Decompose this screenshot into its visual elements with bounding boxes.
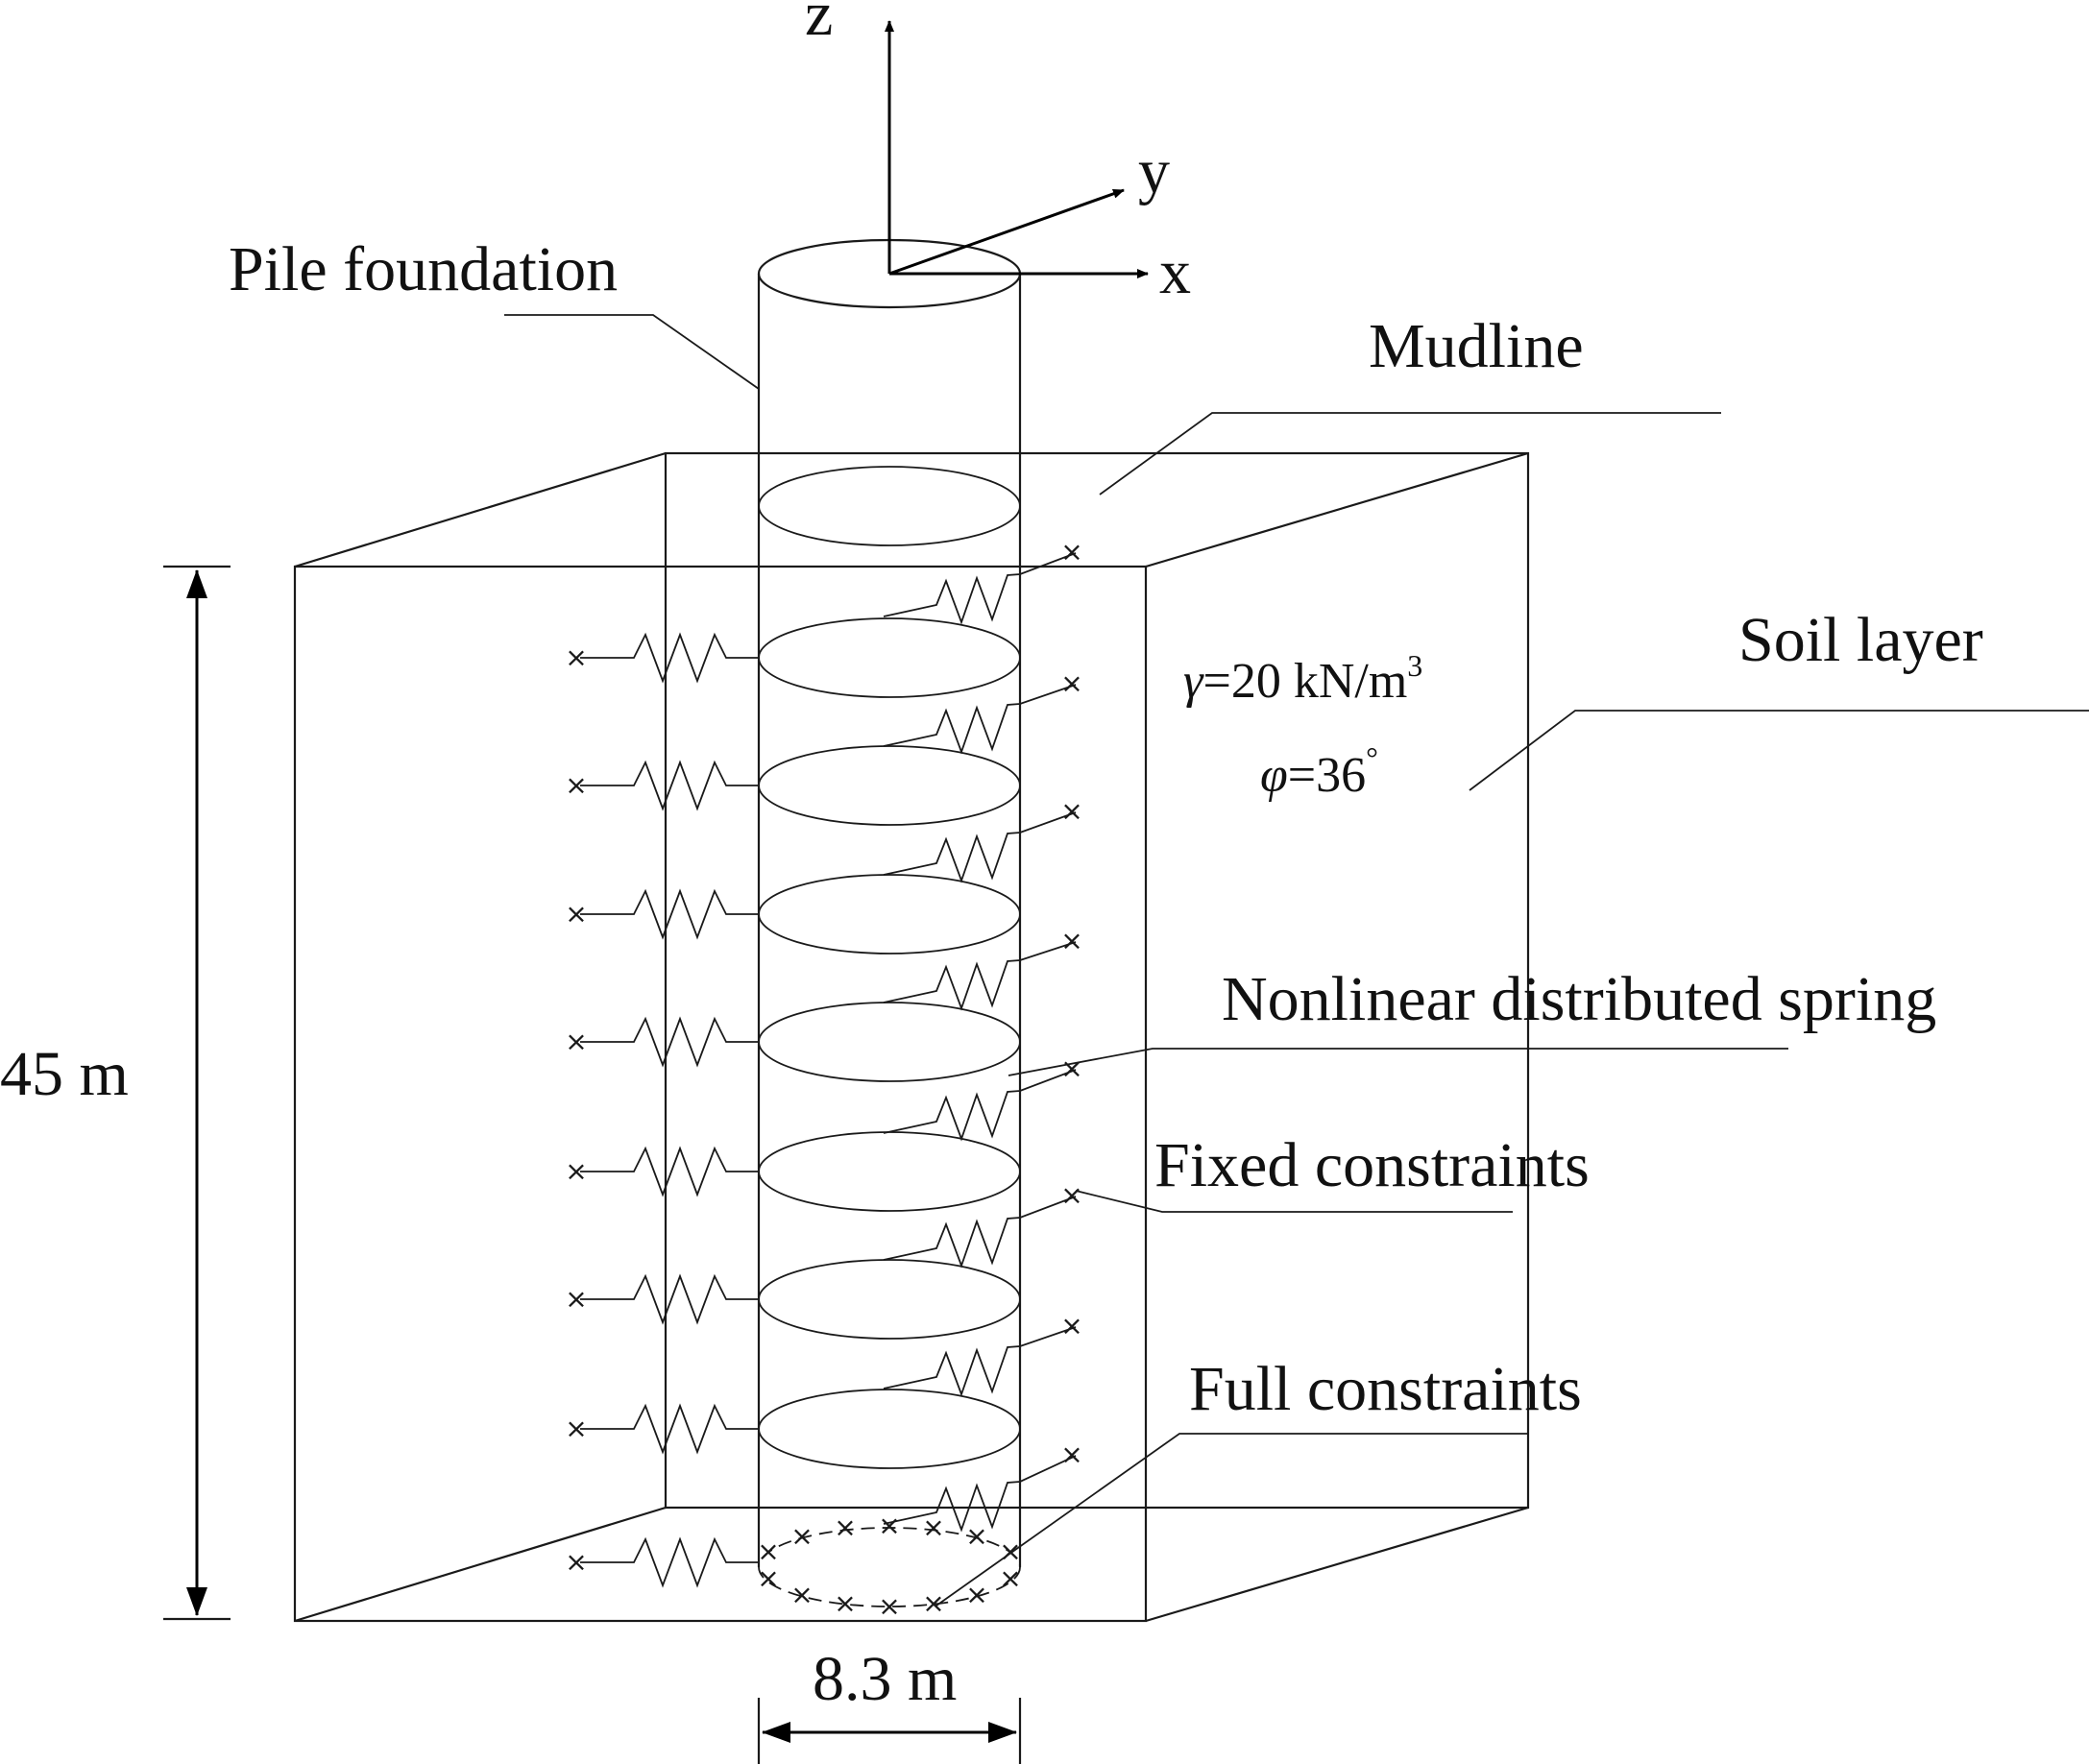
fixed-end-mark: × (1060, 795, 1082, 827)
spring-left (580, 760, 759, 811)
spring-right (883, 1326, 1077, 1397)
pile-section (758, 617, 1021, 698)
left-springs: × × × × × × × × (565, 632, 759, 1588)
diameter-dimension-label: 8.3 m (813, 1644, 957, 1714)
spring-right (883, 684, 1077, 755)
fixed-end-mark: × (1060, 1310, 1082, 1341)
friction-angle-text: φ=36° (1260, 740, 1378, 803)
soil-layer-label: Soil layer (1738, 605, 1983, 675)
soil-layer-leader (1469, 710, 2089, 791)
fixed-end-mark: × (1060, 536, 1082, 568)
full-constraint-mark: × (834, 1511, 856, 1543)
dimensions: 45 m 8.3 m (0, 565, 1022, 1764)
pile-section (758, 745, 1021, 826)
gamma-symbol: γ (1183, 654, 1204, 709)
spring-left (580, 1146, 759, 1197)
fixed-end-mark: × (1060, 1179, 1082, 1211)
y-axis-arrow (888, 188, 1125, 276)
spring-right (883, 1196, 1077, 1269)
soil-box (293, 451, 1530, 1623)
full-constraint-mark: × (965, 1579, 987, 1610)
full-constraint-mark: × (965, 1520, 987, 1552)
soil-box-edge-tr (1145, 451, 1529, 568)
fixed-constraints-leader (1075, 1190, 1513, 1213)
full-constraint-mark: × (790, 1520, 813, 1552)
full-constraint-mark: × (999, 1562, 1021, 1594)
leader-lines (504, 314, 2089, 1607)
pile-section-mudline (758, 466, 1021, 546)
gamma-unit-exponent: 3 (1407, 648, 1422, 683)
pile-section (758, 1259, 1021, 1340)
full-constraint-mark: × (834, 1587, 856, 1619)
fixed-constraints-label: Fixed constraints (1154, 1130, 1590, 1200)
pile-section (758, 1131, 1021, 1212)
gamma-value: =20 kN/m (1203, 654, 1408, 709)
soil-properties: γ=20 kN/m3 φ=36° (1183, 648, 1422, 803)
spring-left (580, 1403, 759, 1455)
phi-symbol: φ (1260, 748, 1288, 803)
fixed-end-mark: × (565, 1413, 587, 1444)
full-constraint-mark: × (757, 1562, 779, 1594)
pile-foundation (757, 238, 1022, 1607)
full-constraints-leader (935, 1433, 1527, 1607)
pile-section (758, 1002, 1021, 1082)
fixed-end-mark: × (565, 1546, 587, 1578)
phi-degree: ° (1366, 740, 1378, 775)
z-axis-label: z (805, 0, 833, 49)
pile-section (758, 1389, 1021, 1469)
spring-right (883, 1069, 1077, 1142)
full-constraint-mark: × (922, 1511, 944, 1543)
spring-left (580, 1016, 759, 1068)
soil-box-back-face (664, 451, 1530, 1510)
base-full-constraint-marks: × × × × × × × × × × × × × × (757, 1510, 1021, 1622)
x-axis-label: x (1159, 237, 1191, 307)
fixed-end-mark: × (1060, 1438, 1082, 1470)
soil-box-front-face (293, 565, 1148, 1623)
full-constraints-label: Full constraints (1189, 1354, 1582, 1424)
y-axis-label: y (1138, 136, 1170, 206)
nonlinear-spring-label: Nonlinear distributed spring (1222, 964, 1936, 1034)
pile-foundation-leader (504, 314, 760, 390)
spring-left (580, 632, 759, 684)
spring-right (883, 1455, 1077, 1533)
fixed-end-mark: × (1060, 1052, 1082, 1084)
soil-box-edge-tl (294, 451, 667, 568)
nonlinear-spring-leader (1008, 1048, 1788, 1076)
right-springs: × × × × × × × × (883, 536, 1083, 1533)
fixed-end-mark: × (565, 1155, 587, 1187)
fixed-end-mark: × (1060, 925, 1082, 956)
phi-value: =36 (1288, 748, 1366, 803)
full-constraint-mark: × (999, 1535, 1021, 1567)
coordinate-axes: z y x (805, 0, 1191, 307)
mudline-leader (1099, 412, 1721, 495)
full-constraint-mark: × (922, 1587, 944, 1619)
fixed-end-mark: × (565, 1026, 587, 1057)
spring-left (580, 1536, 759, 1588)
spring-right (883, 552, 1077, 625)
mudline-label: Mudline (1369, 311, 1584, 381)
spring-right (883, 811, 1077, 883)
full-constraint-mark: × (878, 1510, 900, 1541)
full-constraint-mark: × (878, 1590, 900, 1622)
annotations: Pile foundation Mudline Soil layer Nonli… (229, 234, 1983, 1424)
fixed-end-mark: × (1060, 667, 1082, 699)
height-dimension-label: 45 m (0, 1039, 129, 1109)
unit-weight-text: γ=20 kN/m3 (1183, 648, 1422, 709)
pile-base-section (758, 1527, 1021, 1607)
fixed-end-mark: × (565, 1283, 587, 1315)
pile-foundation-label: Pile foundation (229, 234, 618, 304)
spring-left (580, 888, 759, 940)
soil-box-edge-bl (294, 1506, 667, 1623)
spring-left (580, 1273, 759, 1325)
fixed-end-mark: × (565, 898, 587, 930)
fixed-end-mark: × (565, 641, 587, 673)
soil-box-edge-br (1145, 1506, 1529, 1623)
full-constraint-mark: × (790, 1579, 813, 1610)
pile-section (758, 874, 1021, 954)
full-constraint-mark: × (757, 1535, 779, 1567)
spring-right (883, 941, 1077, 1011)
fixed-end-mark: × (565, 769, 587, 801)
